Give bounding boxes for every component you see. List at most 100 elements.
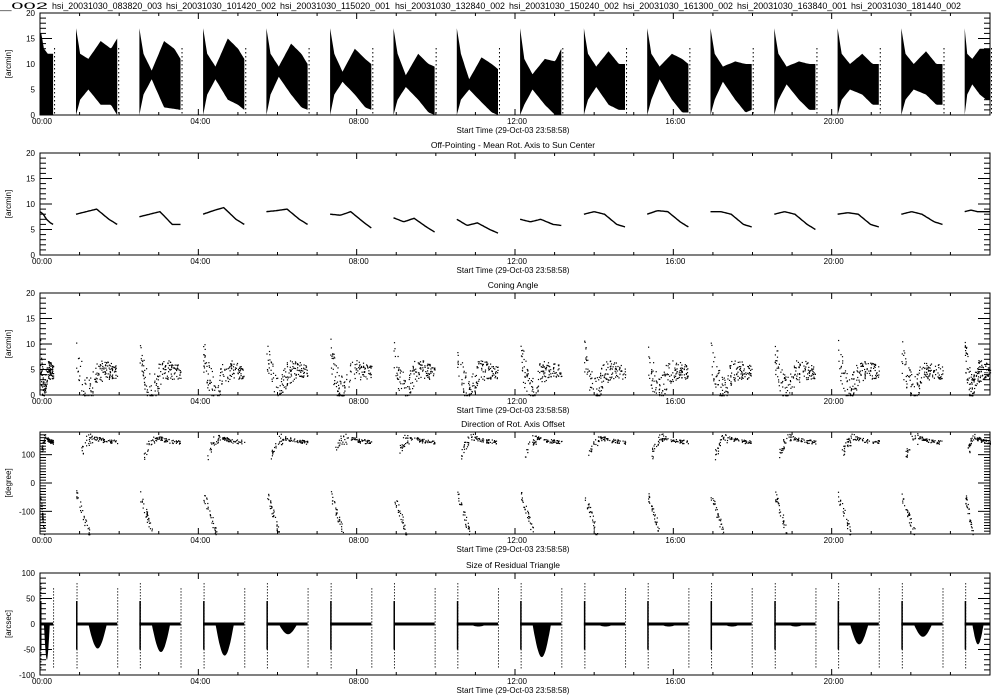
coning-point bbox=[402, 371, 404, 373]
coning-point bbox=[427, 372, 429, 375]
coning-point bbox=[428, 373, 430, 376]
direction-point bbox=[225, 438, 227, 441]
segment-end-dot bbox=[307, 624, 309, 626]
coning-point bbox=[266, 353, 268, 355]
residual-spike-dot bbox=[76, 655, 78, 657]
coning-point bbox=[522, 367, 524, 369]
coning-point bbox=[427, 376, 429, 378]
direction-point bbox=[656, 521, 658, 523]
coning-point bbox=[848, 395, 850, 397]
residual-spike-dot bbox=[520, 613, 522, 615]
direction-point bbox=[908, 512, 910, 514]
direction-point bbox=[776, 501, 778, 503]
coning-point bbox=[802, 370, 804, 372]
coning-point bbox=[474, 386, 476, 388]
segment-end-dot bbox=[752, 80, 754, 82]
coning-point bbox=[970, 376, 972, 378]
direction-point bbox=[906, 456, 908, 458]
direction-point bbox=[710, 499, 712, 501]
residual-spike-dot bbox=[139, 583, 141, 585]
direction-point bbox=[741, 440, 744, 443]
coning-point bbox=[807, 378, 809, 380]
coning-point bbox=[808, 375, 811, 377]
coning-point bbox=[154, 380, 156, 382]
coning-point bbox=[917, 374, 919, 376]
coning-point bbox=[279, 390, 281, 392]
coning-point bbox=[469, 395, 471, 397]
coning-point bbox=[851, 378, 853, 380]
residual-spike-dot bbox=[203, 604, 205, 606]
segment-end-dot bbox=[245, 52, 247, 54]
coning-point bbox=[354, 364, 356, 366]
coning-point bbox=[95, 373, 97, 375]
coning-point bbox=[866, 369, 868, 371]
coning-point bbox=[685, 365, 687, 367]
coning-point bbox=[799, 363, 801, 365]
coning-point bbox=[840, 367, 842, 369]
coning-point bbox=[719, 369, 721, 372]
coning-point bbox=[398, 378, 400, 380]
coning-point bbox=[96, 381, 98, 383]
direction-point bbox=[914, 438, 916, 440]
direction-point bbox=[593, 441, 595, 443]
segment-end-dot bbox=[117, 645, 119, 647]
coning-point bbox=[928, 367, 930, 369]
direction-point bbox=[151, 528, 153, 530]
segment-end-dot bbox=[879, 84, 881, 86]
coning-point bbox=[207, 373, 209, 375]
segment-end-dot bbox=[54, 96, 56, 98]
coning-point bbox=[526, 368, 528, 371]
residual-spike-dot bbox=[203, 649, 205, 651]
segment-end-dot bbox=[435, 60, 437, 62]
coning-point bbox=[44, 382, 46, 384]
direction-point bbox=[210, 517, 212, 519]
direction-point bbox=[653, 445, 655, 447]
coning-point bbox=[360, 376, 362, 378]
coning-point bbox=[906, 374, 908, 377]
coning-point bbox=[548, 365, 550, 367]
direction-point bbox=[841, 449, 843, 451]
coning-point bbox=[299, 375, 301, 377]
coning-point bbox=[873, 365, 875, 367]
direction-point bbox=[652, 447, 654, 449]
residual-spike-dot bbox=[457, 610, 459, 612]
direction-point bbox=[532, 444, 535, 446]
coning-point bbox=[421, 364, 423, 366]
coning-point bbox=[803, 365, 805, 367]
coning-point bbox=[741, 376, 743, 378]
coning-point bbox=[678, 373, 680, 375]
residual-spike-dot bbox=[457, 646, 459, 648]
coning-point bbox=[208, 365, 210, 367]
coning-point bbox=[156, 378, 158, 380]
coning-point bbox=[158, 363, 160, 365]
coning-point bbox=[174, 368, 177, 370]
segment-end-dot bbox=[372, 76, 374, 78]
coning-point bbox=[964, 345, 966, 347]
coning-point bbox=[295, 362, 297, 364]
direction-point bbox=[331, 500, 334, 502]
coning-point bbox=[596, 393, 598, 395]
direction-point bbox=[662, 433, 664, 435]
coning-point bbox=[979, 377, 981, 379]
coning-point bbox=[157, 379, 159, 381]
residual-spike-dot bbox=[76, 625, 78, 627]
segment-end-dot bbox=[689, 64, 691, 66]
residual-spike-dot bbox=[520, 595, 522, 597]
coning-point bbox=[972, 379, 974, 381]
coning-point bbox=[684, 377, 686, 379]
coning-point bbox=[669, 375, 671, 377]
coning-point bbox=[227, 376, 229, 378]
segment-end-dot bbox=[562, 76, 564, 78]
coning-point bbox=[396, 366, 398, 368]
coning-point bbox=[299, 370, 301, 372]
direction-point bbox=[798, 439, 800, 441]
segment-end-dot bbox=[626, 104, 628, 106]
direction-point bbox=[215, 443, 217, 445]
direction-point bbox=[790, 438, 792, 441]
coning-point bbox=[909, 369, 911, 372]
direction-point bbox=[588, 511, 591, 514]
coning-point bbox=[853, 392, 855, 394]
direction-point bbox=[97, 440, 99, 442]
coning-point bbox=[418, 374, 420, 376]
segment-end-dot bbox=[561, 642, 563, 644]
